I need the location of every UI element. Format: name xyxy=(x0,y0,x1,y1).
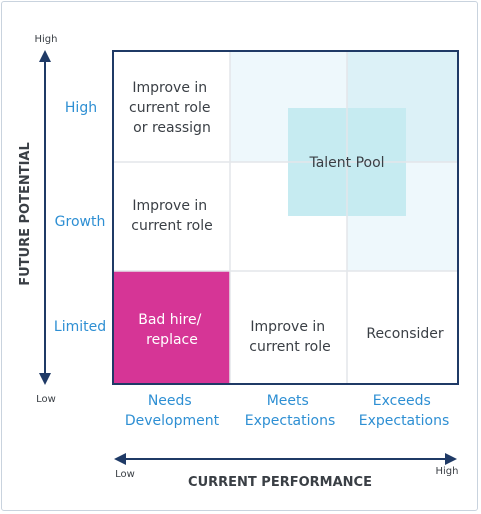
cell-growth-needs-text: Improve in current role xyxy=(131,198,212,234)
y-axis-title: FUTURE POTENTIAL xyxy=(18,142,33,286)
x-axis-high-label: High xyxy=(436,466,459,477)
cell-high-needs-text: Improve in current role or reassign xyxy=(129,80,215,136)
column-label-needs: Needs Development xyxy=(125,393,220,429)
talent-pool-label: Talent Pool xyxy=(308,155,384,171)
row-label-high: High xyxy=(65,100,97,116)
x-axis-low-label: Low xyxy=(115,469,135,480)
y-axis-low-label: Low xyxy=(36,394,56,405)
y-axis-high-label: High xyxy=(35,34,58,45)
row-label-growth: Growth xyxy=(55,214,106,230)
x-axis-title: CURRENT PERFORMANCE xyxy=(188,475,372,490)
column-label-meets: Meets Expectations xyxy=(245,393,336,429)
row-label-limited: Limited xyxy=(54,319,106,335)
cell-limited-needs xyxy=(113,271,230,384)
cell-limited-needs-text: Bad hire/ replace xyxy=(138,312,206,348)
cell-limited-meets-text: Improve in current role xyxy=(249,319,330,355)
column-label-exceeds: Exceeds Expectations xyxy=(359,393,450,429)
cell-limited-exceeds-text: Reconsider xyxy=(366,326,444,342)
matrix-border xyxy=(112,50,459,385)
